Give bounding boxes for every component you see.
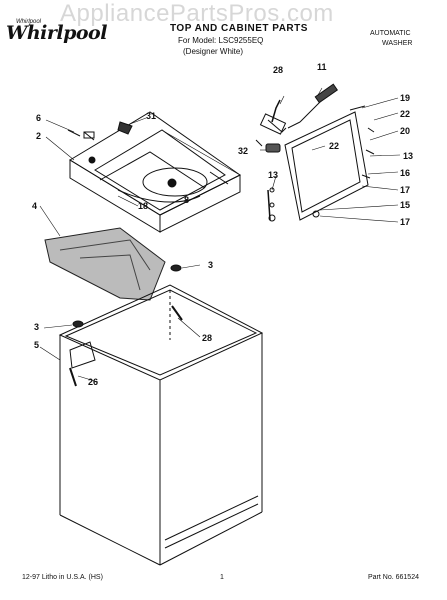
lid-frame-drawing [259, 83, 375, 222]
footer-part-number: Part No. 661524 [368, 574, 419, 581]
callout-28-top: 28 [273, 65, 284, 75]
callout-20: 20 [400, 126, 411, 136]
callout-28-bottom: 28 [202, 333, 213, 343]
footer-page-number: 1 [220, 574, 224, 581]
footer-litho: 12-97 Litho in U.S.A. (HS) [22, 574, 103, 581]
product-type-line1: AUTOMATIC [370, 30, 411, 37]
callout-17-bottom: 17 [400, 217, 411, 227]
callout-15: 15 [400, 200, 411, 210]
callout-19: 19 [400, 93, 411, 103]
leader-lines [39, 87, 401, 383]
model-line: For Model: LSC9255EQ [178, 36, 264, 45]
cabinet-drawing [58, 284, 264, 566]
page-title: TOP AND CABINET PARTS [170, 23, 308, 34]
callout-3-right: 3 [208, 260, 214, 270]
fasteners [69, 99, 281, 387]
callout-3-left: 3 [34, 322, 40, 332]
callout-26: 26 [88, 377, 99, 387]
callout-11: 11 [317, 62, 327, 72]
callout-13-right: 13 [403, 151, 414, 161]
color-line: (Designer White) [183, 47, 244, 56]
front-bracket-drawing [44, 227, 166, 301]
whirlpool-logo: Whirlpool [6, 22, 107, 44]
brand-sublogo: Whirlpool [16, 19, 42, 25]
callout-5: 5 [34, 340, 40, 350]
callout-18: 18 [138, 201, 149, 211]
callout-22-mid: 22 [329, 141, 340, 151]
callout-6: 6 [36, 113, 42, 123]
small-parts-left [67, 121, 133, 164]
callout-8: 8 [184, 195, 190, 205]
callout-31: 31 [146, 111, 157, 121]
callout-22-top: 22 [400, 109, 411, 119]
callout-2: 2 [36, 131, 42, 141]
callout-4: 4 [32, 201, 38, 211]
callout-16: 16 [400, 168, 411, 178]
callout-32: 32 [238, 146, 249, 156]
callout-17-top: 17 [400, 185, 411, 195]
product-type-line2: WASHER [382, 40, 413, 47]
watermark-text: AppliancePartsPros.com [60, 0, 334, 27]
top-panel-drawing [69, 111, 241, 233]
callout-13-mid: 13 [268, 170, 279, 180]
